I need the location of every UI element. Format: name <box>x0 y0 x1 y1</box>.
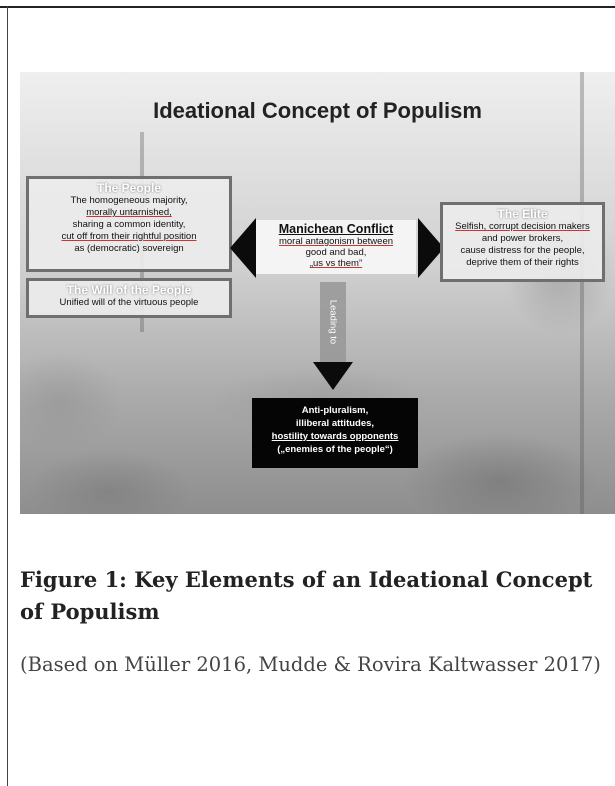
the-people-line: morally untarnished, <box>86 207 172 218</box>
figure-image: Ideational Concept of Populism The Peopl… <box>20 72 615 514</box>
outcome-line: („enemies of the people“) <box>277 444 393 455</box>
manichean-conflict-header: Manichean Conflict <box>278 222 394 236</box>
the-people-line: The homogeneous majority, <box>70 195 188 206</box>
the-people-header: The People <box>96 181 161 195</box>
the-people-line: as (democratic) sovereign <box>74 243 184 254</box>
figure-caption-source: (Based on Müller 2016, Mudde & Rovira Ka… <box>20 653 601 676</box>
the-elite-line: and power brokers, <box>481 233 564 244</box>
will-of-the-people-box: The Will of the People Unified will of t… <box>26 278 232 318</box>
outcome-line: illiberal attitudes, <box>295 418 375 429</box>
will-of-the-people-line: Unified will of the virtuous people <box>59 297 199 308</box>
page-left-border <box>7 6 8 786</box>
manichean-conflict-line: good and bad, <box>305 247 367 258</box>
manichean-conflict-line: „us vs them” <box>309 258 363 269</box>
the-elite-line: cause distress for the people, <box>460 245 585 256</box>
manichean-conflict-line: moral antagonism between <box>278 236 394 247</box>
the-elite-header: The Elite <box>497 207 548 221</box>
outcome-line: hostility towards opponents <box>271 431 399 442</box>
background-pole <box>580 72 584 514</box>
the-people-box: The People The homogeneous majority, mor… <box>26 176 232 272</box>
the-people-line: cut off from their rightful position <box>61 231 197 242</box>
manichean-conflict-box: Manichean Conflict moral antagonism betw… <box>256 220 416 274</box>
the-elite-box: The Elite Selfish, corrupt decision make… <box>440 202 605 282</box>
down-arrow-icon <box>313 362 353 390</box>
right-arrow-icon <box>418 218 444 278</box>
the-elite-line: Selfish, corrupt decision makers <box>455 221 590 232</box>
the-elite-line: deprive them of their rights <box>466 257 579 268</box>
leading-to-connector: Leading to <box>320 282 346 362</box>
outcome-box: Anti-pluralism, illiberal attitudes, hos… <box>252 398 418 468</box>
page-top-border <box>0 6 615 8</box>
figure-caption-title: Figure 1: Key Elements of an Ideational … <box>20 567 593 624</box>
leading-to-label: Leading to <box>327 299 339 345</box>
the-people-line: sharing a common identity, <box>72 219 186 230</box>
figure-title: Ideational Concept of Populism <box>153 98 482 123</box>
outcome-line: Anti-pluralism, <box>301 405 369 416</box>
left-arrow-icon <box>230 218 256 278</box>
will-of-the-people-header: The Will of the People <box>66 283 192 297</box>
